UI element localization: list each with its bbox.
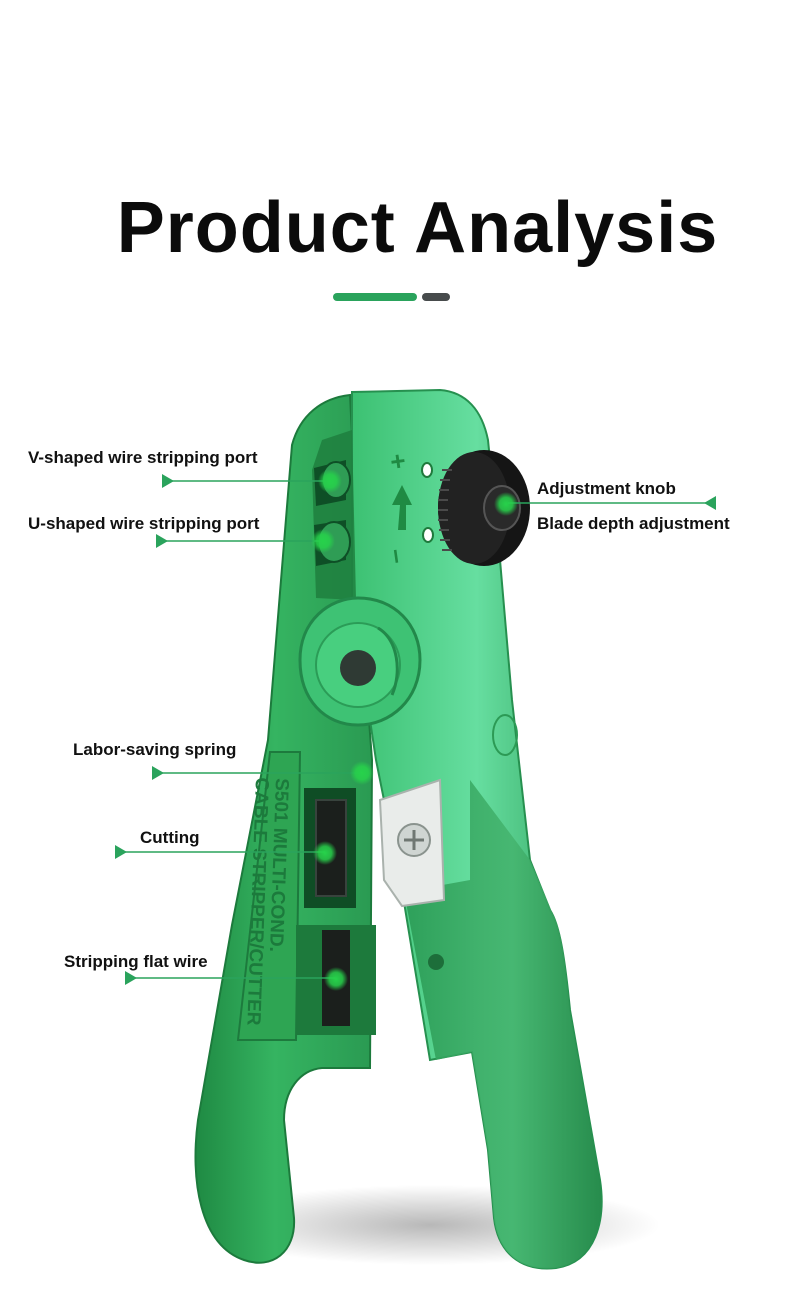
- pivot-joint-icon: [298, 596, 422, 727]
- label-flat-wire: Stripping flat wire: [64, 952, 208, 971]
- dot-knob: [494, 492, 518, 516]
- right-handle-lower: [404, 780, 602, 1269]
- label-adjustment-knob: Adjustment knob: [537, 479, 676, 498]
- label-v-port: V-shaped wire stripping port: [28, 448, 258, 467]
- screw-slot-icon: [404, 830, 424, 850]
- title-underline-green: [333, 293, 417, 301]
- dot-flat-wire: [324, 967, 348, 991]
- depth-minus-symbol: –: [382, 547, 414, 566]
- label-u-port: U-shaped wire stripping port: [28, 514, 260, 533]
- dot-cutting: [313, 841, 337, 865]
- dot-u-port: [311, 529, 335, 553]
- arrow-knob-icon: [704, 496, 716, 510]
- jaw-recess: [312, 430, 356, 600]
- depth-arrow-icon: [392, 485, 412, 530]
- arrow-flat-wire-icon: [125, 971, 137, 985]
- label-cutting: Cutting: [140, 828, 200, 847]
- dot-v-port: [318, 469, 342, 493]
- depth-plus-symbol: +: [388, 445, 407, 477]
- adjustment-knob-icon: [438, 450, 530, 566]
- label-spring: Labor-saving spring: [73, 740, 237, 759]
- imprint-plate: [236, 751, 302, 1041]
- detent-hole-top: [421, 462, 433, 478]
- arrow-v-port-icon: [162, 474, 174, 488]
- right-lever-dimple: [492, 714, 518, 756]
- title-underline-gray: [422, 293, 450, 301]
- dot-spring: [350, 761, 374, 785]
- right-arm-hole: [428, 954, 444, 970]
- detent-hole-bottom: [422, 527, 434, 543]
- arrow-cutting-icon: [115, 845, 127, 859]
- page-title: Product Analysis: [116, 188, 719, 268]
- arrow-spring-icon: [152, 766, 164, 780]
- label-blade-depth: Blade depth adjustment: [537, 514, 730, 533]
- arrow-u-port-icon: [156, 534, 168, 548]
